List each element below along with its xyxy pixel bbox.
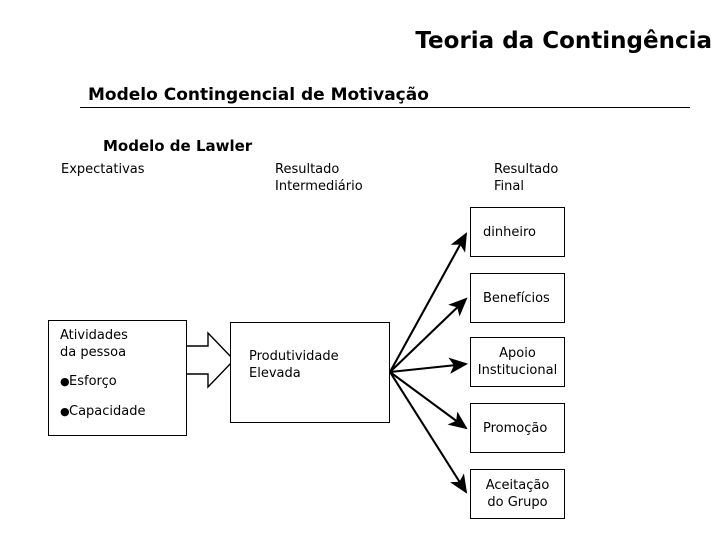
arrow-to-promocao [389, 371, 468, 430]
box-atividades-bullets: ●Esforço ●Capacidade [60, 373, 185, 433]
column-header-expectativas: Expectativas [61, 162, 145, 177]
arrow-to-apoio [389, 357, 469, 374]
model-label: Modelo de Lawler [103, 137, 253, 155]
arrow-to-beneficios [389, 297, 468, 373]
bullet-label-capacidade: Capacidade [69, 404, 146, 419]
box-produtividade-elevada[interactable]: Produtividade Elevada [230, 322, 390, 423]
box-result-label: Apoio Institucional [477, 346, 558, 378]
box-atividades-da-pessoa[interactable]: Atividades da pessoa ●Esforço ●Capacidad… [48, 320, 187, 436]
bullet-item-esforco: ●Esforço [60, 373, 185, 390]
page-title: Teoria da Contingência [415, 28, 712, 54]
subtitle: Modelo Contingencial de Motivação [88, 85, 429, 105]
column-header-resultado-intermediario: Resultado Intermediário [275, 162, 363, 194]
box-atividades-heading: Atividades da pessoa [60, 328, 128, 360]
arrow-to-dinheiro [389, 232, 468, 373]
box-result-label: Aceitação do Grupo [485, 478, 550, 510]
box-result-label: Benefícios [483, 290, 550, 306]
bullet-dot-icon: ● [60, 405, 70, 418]
block-arrow-atividades-to-produtividade [180, 331, 235, 389]
column-header-resultado-final: Resultado Final [494, 162, 559, 194]
header-divider [80, 107, 690, 108]
box-produtividade-label: Produtividade Elevada [249, 349, 339, 381]
box-result-promocao[interactable]: Promoção [470, 403, 565, 453]
bullet-label-esforco: Esforço [69, 374, 117, 389]
box-result-dinheiro[interactable]: dinheiro [470, 207, 565, 257]
box-result-aceitacao-do-grupo[interactable]: Aceitação do Grupo [470, 469, 565, 519]
bullet-dot-icon: ● [60, 375, 70, 388]
fan-arrow-group [389, 232, 469, 494]
box-result-beneficios[interactable]: Benefícios [470, 273, 565, 323]
bullet-item-capacidade: ●Capacidade [60, 403, 185, 420]
box-result-label: dinheiro [483, 224, 536, 240]
box-result-label: Promoção [483, 420, 548, 436]
arrow-to-aceitacao [389, 371, 468, 494]
box-result-apoio-institucional[interactable]: Apoio Institucional [470, 337, 565, 387]
